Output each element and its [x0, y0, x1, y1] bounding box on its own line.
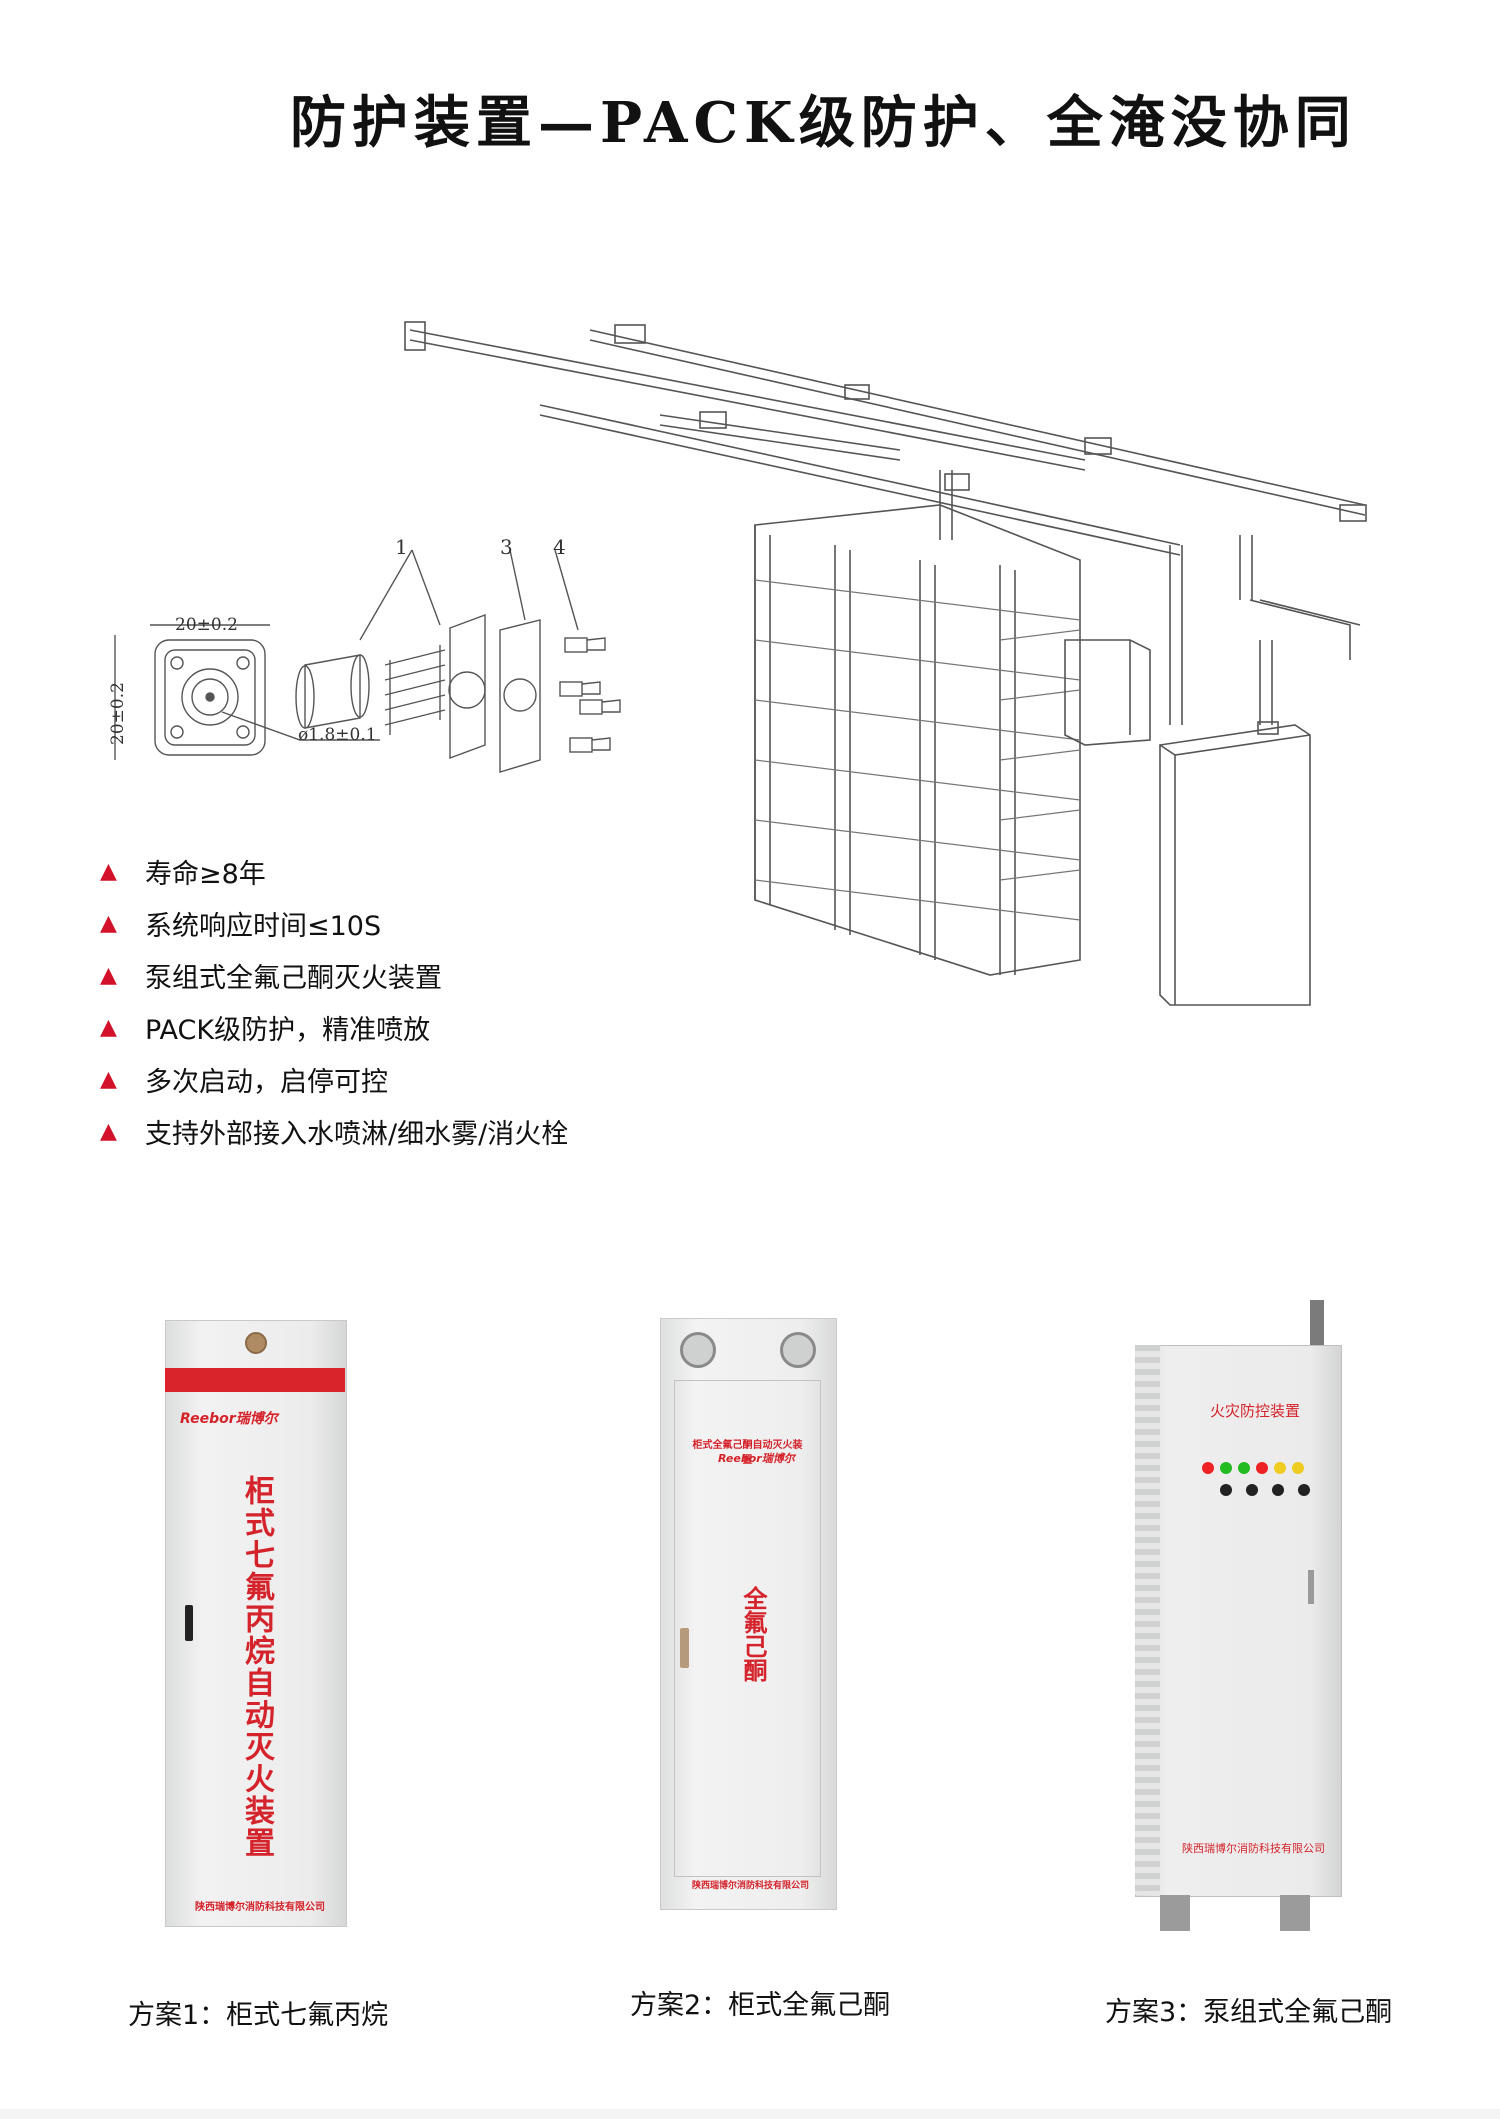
door-handle [1308, 1570, 1314, 1604]
caption-plan-2: 方案2：柜式全氟己酮 [630, 1990, 891, 2021]
triangle-bullet-icon: ▲ [100, 858, 117, 884]
brand-logo: Reebor瑞博尔 [718, 1452, 795, 1465]
product-cabinet-1: Reebor瑞博尔 柜式七氟丙烷自动灭火装置 陕西瑞博尔消防科技有限公司 [165, 1320, 347, 1927]
switch-icon [1272, 1484, 1284, 1496]
brand-logo: Reebor瑞博尔 [180, 1411, 278, 1427]
cabinet-foot [1160, 1895, 1190, 1931]
yellow-light-icon [1292, 1462, 1304, 1474]
triangle-bullet-icon: ▲ [100, 962, 117, 988]
switch-icon [1220, 1484, 1232, 1496]
vent-pipe [1310, 1300, 1324, 1345]
vertical-product-label: 全氟己酮 [739, 1586, 767, 1682]
red-light-icon [1202, 1462, 1214, 1474]
red-band [165, 1368, 345, 1392]
green-light-icon [1238, 1462, 1250, 1474]
valve-knob-icon [245, 1332, 267, 1354]
feature-item: ▲寿命≥8年 [100, 858, 266, 890]
arc-product-label: 柜式全氟己酮自动灭火装置 [692, 1440, 803, 1466]
vertical-product-label: 柜式七氟丙烷自动灭火装置 [239, 1475, 274, 1859]
system-line-drawing [114, 321, 1367, 1006]
dimension-height: 20±0.2 [108, 682, 128, 745]
door-handle [680, 1628, 689, 1668]
red-light-icon [1256, 1462, 1268, 1474]
company-label: 陕西瑞博尔消防科技有限公司 [692, 1881, 810, 1891]
feature-item: ▲支持外部接入水喷淋/细水雾/消火栓 [100, 1118, 569, 1150]
callout-4: 4 [553, 535, 566, 559]
panel-title: 火灾防控装置 [1210, 1402, 1301, 1420]
side-vents [1135, 1345, 1160, 1895]
door-panel [674, 1380, 821, 1877]
feature-item: ▲泵组式全氟己酮灭火装置 [100, 962, 442, 994]
feature-list: ▲寿命≥8年 ▲系统响应时间≤10S ▲泵组式全氟己酮灭火装置 ▲PACK级防护… [100, 845, 800, 1157]
green-light-icon [1220, 1462, 1232, 1474]
feature-item: ▲系统响应时间≤10S [100, 910, 382, 942]
triangle-bullet-icon: ▲ [100, 1118, 117, 1144]
page-title: 防护装置—PACK级防护、全淹没协同 [290, 90, 1357, 156]
cabinet-foot [1280, 1895, 1310, 1931]
yellow-light-icon [1274, 1462, 1286, 1474]
company-label: 陕西瑞博尔消防科技有限公司 [195, 1902, 325, 1913]
nozzle-right-icon [780, 1332, 816, 1368]
callout-1: 1 [395, 535, 408, 559]
feature-item: ▲PACK级防护，精准喷放 [100, 1014, 431, 1046]
feature-item: ▲多次启动，启停可控 [100, 1066, 388, 1098]
dimension-hole: ø1.8±0.1 [298, 725, 377, 745]
bottom-rule [0, 2109, 1500, 2119]
switch-icon [1246, 1484, 1258, 1496]
product-cabinet-2: 柜式全氟己酮自动灭火装置 Reebor瑞博尔 全氟己酮 陕西瑞博尔消防科技有限公… [660, 1318, 837, 1910]
caption-plan-3: 方案3：泵组式全氟己酮 [1105, 1997, 1393, 2028]
indicator-lights [1202, 1462, 1304, 1474]
dimension-width: 20±0.2 [175, 615, 238, 635]
triangle-bullet-icon: ▲ [100, 1014, 117, 1040]
triangle-bullet-icon: ▲ [100, 1066, 117, 1092]
caption-plan-1: 方案1：柜式七氟丙烷 [128, 2000, 389, 2031]
control-switches [1220, 1484, 1310, 1496]
product-pump-unit-3: 火灾防控装置 陕西瑞博尔消防科技有限公司 [1130, 1300, 1345, 1935]
nozzle-left-icon [680, 1332, 716, 1368]
company-label: 陕西瑞博尔消防科技有限公司 [1182, 1842, 1325, 1855]
triangle-bullet-icon: ▲ [100, 910, 117, 936]
switch-icon [1298, 1484, 1310, 1496]
callout-3: 3 [500, 535, 513, 559]
door-handle [185, 1605, 193, 1641]
